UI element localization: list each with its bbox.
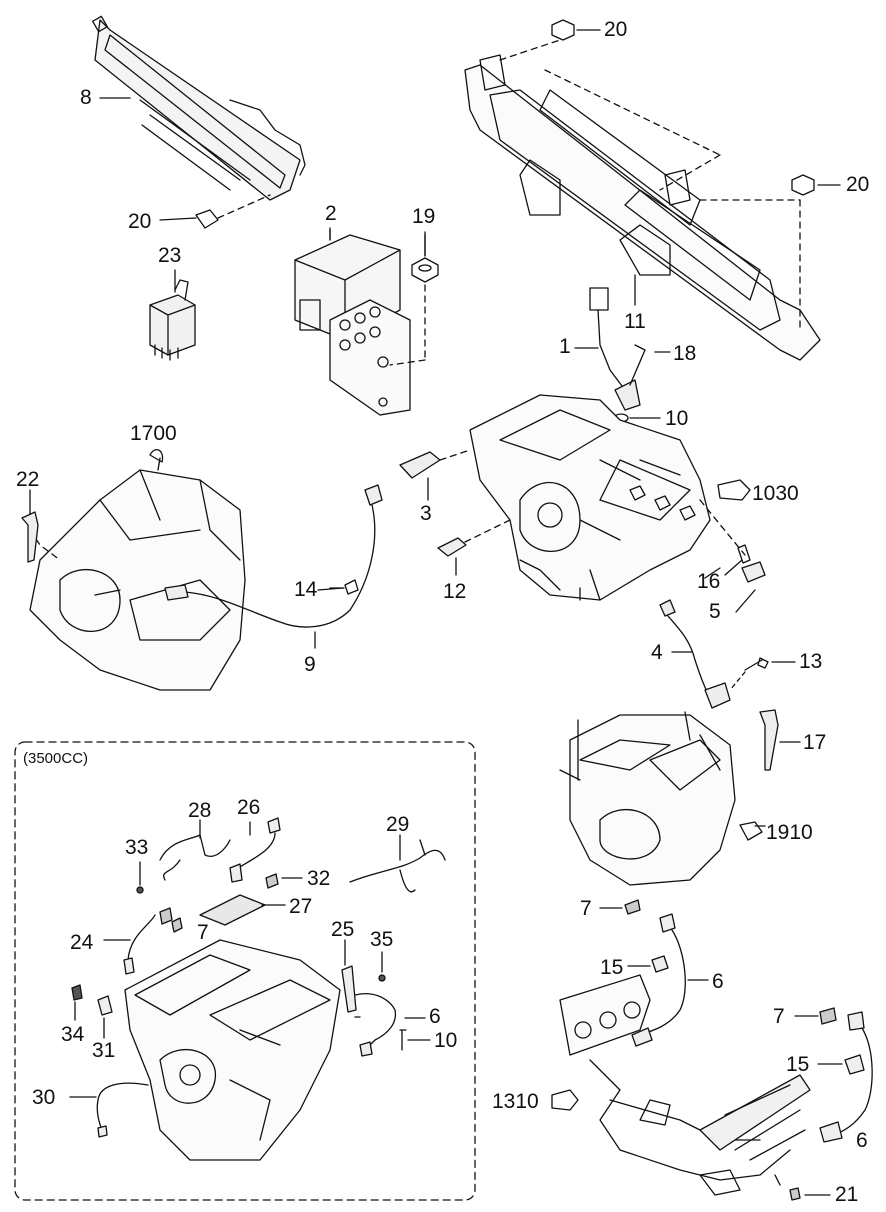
callout-29: 29 [386,813,410,836]
callout-1310: 1310 [492,1090,539,1113]
callout-20: 20 [128,210,152,233]
nut-20-right [791,174,841,196]
callout-15: 15 [600,956,624,979]
section-3500cc-frame [14,741,476,1201]
section-title-3500cc: (3500CC) [23,750,89,767]
callout-32: 32 [307,867,331,890]
callout-26: 26 [237,796,261,819]
callout-20: 20 [846,173,870,196]
callout-10: 10 [434,1029,458,1052]
callout-15: 15 [786,1053,810,1076]
sensor-9 [164,484,383,649]
callout-4: 4 [651,641,663,664]
callout-11: 11 [624,310,646,333]
callout-20: 20 [604,18,628,41]
sensor-5 [699,499,766,613]
callout-2: 2 [325,202,337,225]
ecu-unit [92,15,306,201]
transaxle [29,449,246,691]
callout-8: 8 [80,86,92,109]
sensor-1 [574,287,671,423]
callout-1: 1 [559,335,571,358]
callout-5: 5 [709,600,721,623]
bolt-10-3500cc [399,1029,431,1051]
harness-29 [349,834,446,893]
callout-19: 19 [412,205,436,228]
bracket-27 [199,894,286,926]
bolt-34 [71,984,83,1021]
relay-23 [149,269,196,361]
clip-7-3500cc [171,917,183,933]
bolt-13 [729,657,796,691]
callout-7: 7 [580,897,592,920]
callout-13: 13 [799,650,823,673]
callout-23: 23 [158,244,182,267]
callout-25: 25 [331,918,355,941]
callout-34: 34 [61,1023,85,1046]
bracket-11 [464,39,821,361]
nut-20-top [551,19,601,41]
exhaust-manifold [559,974,831,1201]
callout-16: 16 [697,570,721,593]
sensor-26 [229,817,281,883]
o2-sensor-front [599,899,709,1047]
callout-21: 21 [835,1183,859,1206]
nut-20-ecu [195,194,271,229]
harness-28 [159,819,231,881]
engine-v6-mid [559,711,763,886]
callout-7: 7 [773,1005,785,1028]
callout-35: 35 [370,928,394,951]
callout-3: 3 [420,502,432,525]
callout-27: 27 [289,895,313,918]
sensor-4 [659,599,731,709]
callout-6: 6 [712,970,724,993]
bolt-35 [378,951,386,982]
ref-1030-shape [717,479,751,501]
bolt-33 [136,861,144,894]
bolt-32 [265,873,303,889]
callout-17: 17 [803,731,827,754]
callout-24: 24 [70,931,94,954]
engine-v6-3500cc [124,939,341,1161]
engine-block-v6 [469,394,711,601]
o2-sensor-rear [794,1007,873,1143]
module-2 [294,229,411,416]
bracket-22 [21,489,39,563]
sensor-25 [341,939,357,1013]
callout-1700: 1700 [130,422,177,445]
callout-12: 12 [443,580,467,603]
sensor-24 [103,907,173,975]
callout-14: 14 [294,578,318,601]
cable-tie-17 [759,709,801,771]
leader-lines [99,97,766,1018]
callout-22: 22 [16,468,40,491]
callout-1030: 1030 [752,482,799,505]
ref-1310-shape [551,1089,579,1111]
callout-18: 18 [673,342,697,365]
callout-9: 9 [304,653,316,676]
sensor-30 [69,1082,149,1138]
callout-7: 7 [197,921,209,944]
callout-30: 30 [32,1086,56,1109]
callout-6: 6 [856,1129,868,1152]
callout-10: 10 [665,407,689,430]
callout-6: 6 [429,1005,441,1028]
callout-1910: 1910 [766,821,813,844]
sensor-31 [97,995,113,1039]
sensor-3 [399,449,471,501]
callout-33: 33 [125,836,149,859]
sensor-12 [437,519,511,576]
sensor-6-3500cc [354,993,426,1057]
callout-28: 28 [188,799,212,822]
callout-31: 31 [92,1039,116,1062]
